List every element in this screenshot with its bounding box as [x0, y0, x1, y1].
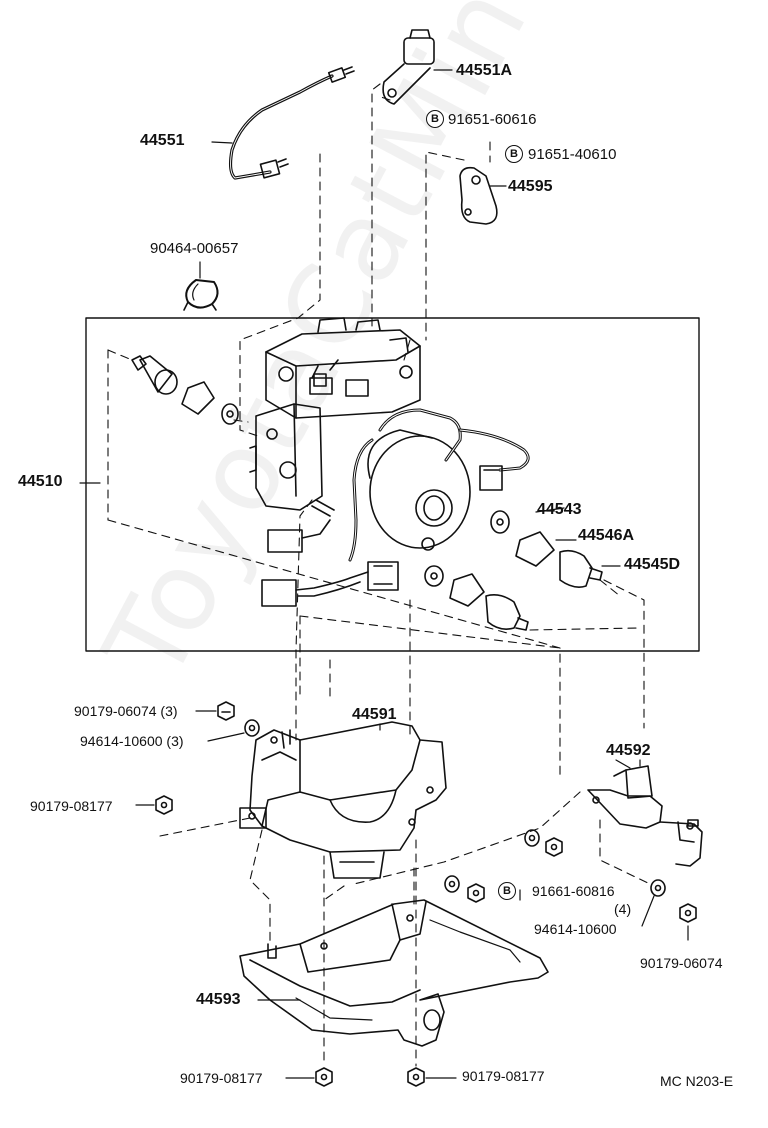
label-91651-60616: 91651-60616 — [448, 111, 537, 128]
actuator-pipes-and-wiring — [261, 408, 530, 607]
label-90179-08177-bottom-left: 90179-08177 — [180, 1070, 263, 1086]
label-qty-4: (4) — [614, 901, 632, 917]
label-94614-10600: 94614-10600 — [534, 921, 617, 937]
label-90179-06074-3: 90179-06074 (3) — [74, 703, 178, 719]
bracket-44595 — [459, 166, 507, 225]
label-44545d: 44545D — [624, 556, 681, 573]
label-90179-08177-left: 90179-08177 — [30, 798, 113, 814]
bracket-44592 — [587, 759, 703, 867]
label-91651-40610: 91651-40610 — [528, 146, 617, 163]
label-44593: 44593 — [196, 991, 241, 1008]
b-badge-1: B — [426, 110, 444, 128]
left-solenoid-set — [131, 355, 239, 425]
label-90464-00657: 90464-00657 — [150, 240, 239, 257]
fasteners — [155, 701, 697, 1087]
assembly-frame-44510 — [85, 317, 700, 652]
brake-tube-44551 — [211, 66, 355, 180]
leader-lines — [79, 482, 689, 1079]
label-44510: 44510 — [18, 473, 63, 490]
label-94614-10600-3: 94614-10600 (3) — [80, 733, 184, 749]
bracket-44593 — [239, 899, 549, 1047]
bracket-44591 — [239, 721, 447, 879]
label-44543: 44543 — [537, 501, 582, 518]
dashed-alignment-lines — [107, 83, 651, 1067]
b-badge-3: B — [498, 882, 516, 900]
label-90179-06074: 90179-06074 — [640, 955, 723, 971]
bracket-44551a — [382, 29, 453, 105]
diagram-code: MC N203-E — [660, 1073, 734, 1089]
label-44546a: 44546A — [578, 527, 635, 544]
label-44592: 44592 — [606, 742, 651, 759]
abs-actuator-body — [249, 317, 421, 517]
label-44595: 44595 — [508, 178, 553, 195]
label-44551: 44551 — [140, 132, 185, 149]
pump-motor — [367, 429, 471, 551]
clip-90464-00657 — [183, 261, 219, 311]
label-44551a: 44551A — [456, 62, 513, 79]
label-44591: 44591 — [352, 706, 397, 723]
label-91661-60816: 91661-60816 — [532, 883, 615, 899]
label-90179-08177-bottom-right: 90179-08177 — [462, 1068, 545, 1084]
right-solenoid-set — [424, 507, 621, 631]
b-badge-2: B — [505, 145, 523, 163]
